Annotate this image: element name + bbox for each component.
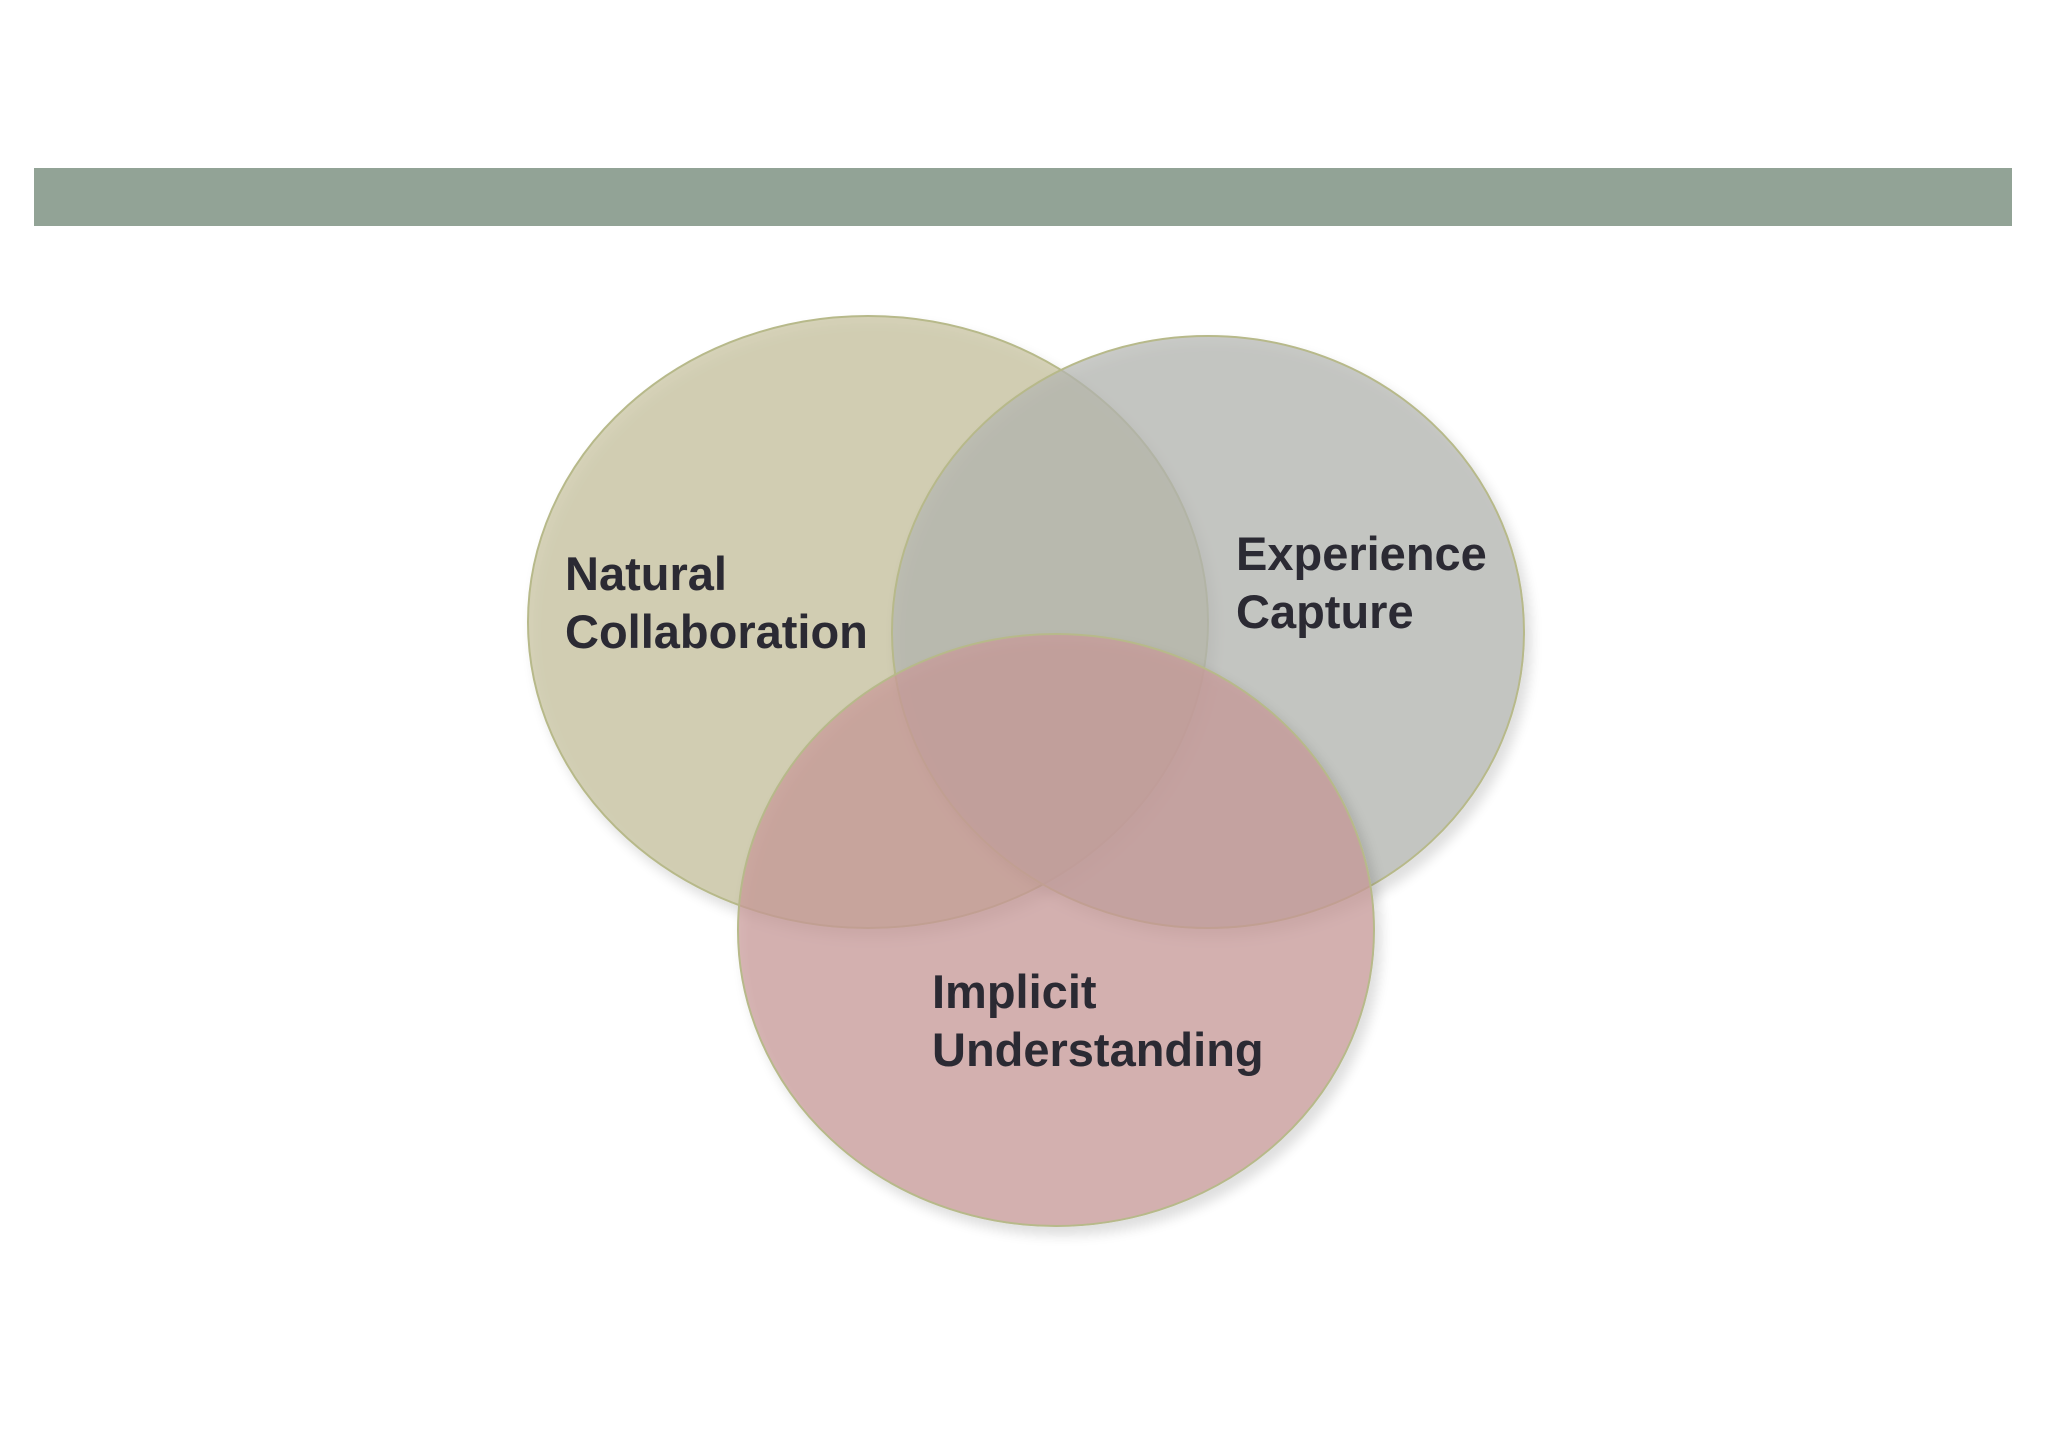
implicit-understanding-circle [737, 633, 1375, 1227]
implicit-understanding-label: Implicit Understanding [932, 965, 1264, 1076]
implicit-understanding-label-line-2: Understanding [932, 1023, 1264, 1076]
implicit-understanding-label-line-1: Implicit [932, 965, 1097, 1018]
experience-capture-label-line-2: Capture [1236, 585, 1414, 638]
natural-collaboration-label-line-1: Natural [565, 547, 727, 600]
natural-collaboration-label-line-2: Collaboration [565, 605, 868, 658]
title-bar [34, 168, 2012, 226]
experience-capture-label: Experience Capture [1236, 527, 1500, 638]
natural-collaboration-label: Natural Collaboration [565, 547, 868, 658]
experience-capture-label-line-1: Experience [1236, 527, 1487, 580]
